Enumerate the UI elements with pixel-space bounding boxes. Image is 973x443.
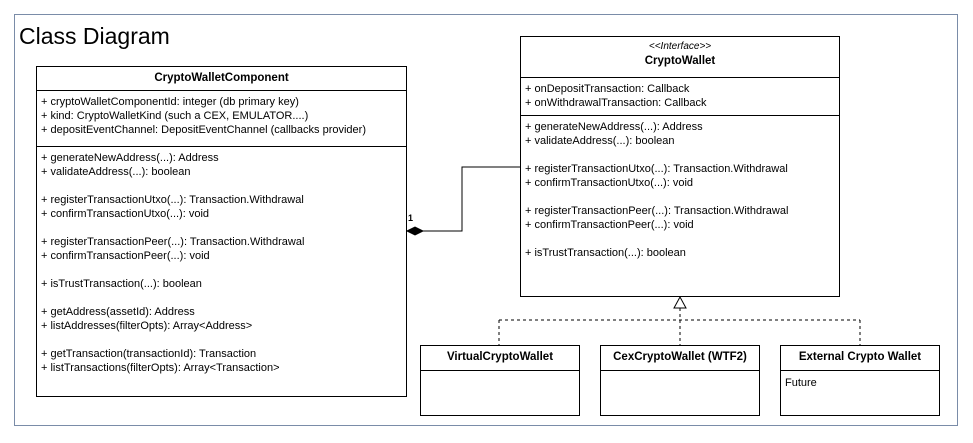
class-crypto-wallet-component: CryptoWalletComponent + cryptoWalletComp… bbox=[36, 66, 407, 397]
interface-header: <<Interface>> CryptoWallet bbox=[521, 37, 839, 78]
method: + listAddresses(filterOpts): Array<Addre… bbox=[41, 320, 253, 332]
method: + isTrustTransaction(...): boolean bbox=[41, 278, 202, 290]
method: + confirmTransactionPeer(...): void bbox=[41, 250, 210, 262]
method: + generateNewAddress(...): Address bbox=[41, 152, 219, 164]
attributes-section: + onDepositTransaction: Callback + onWit… bbox=[521, 78, 839, 116]
method: + isTrustTransaction(...): boolean bbox=[525, 247, 686, 259]
interface-crypto-wallet: <<Interface>> CryptoWallet + onDepositTr… bbox=[520, 36, 840, 297]
method: + generateNewAddress(...): Address bbox=[525, 121, 703, 133]
class-name: External Crypto Wallet bbox=[781, 346, 939, 371]
attribute: + onDepositTransaction: Callback bbox=[525, 83, 690, 95]
class-cex-crypto-wallet: CexCryptoWallet (WTF2) bbox=[600, 345, 760, 416]
methods-section: + generateNewAddress(...): Address + val… bbox=[521, 116, 839, 264]
class-name: CexCryptoWallet (WTF2) bbox=[601, 346, 759, 371]
method: + getAddress(assetId): Address bbox=[41, 306, 195, 318]
class-body: Future bbox=[785, 377, 817, 389]
diagram-frame bbox=[14, 14, 958, 426]
attribute: + cryptoWalletComponentId: integer (db p… bbox=[41, 96, 299, 108]
class-body bbox=[421, 371, 579, 376]
method: + registerTransactionPeer(...): Transact… bbox=[525, 205, 789, 217]
method: + confirmTransactionUtxo(...): void bbox=[41, 208, 210, 220]
methods-section: + generateNewAddress(...): Address + val… bbox=[37, 147, 406, 379]
method: + confirmTransactionUtxo(...): void bbox=[525, 177, 694, 189]
realization-lines bbox=[498, 308, 861, 345]
method: + registerTransactionUtxo(...): Transact… bbox=[41, 194, 304, 206]
method: + validateAddress(...): boolean bbox=[41, 166, 191, 178]
attributes-section: + cryptoWalletComponentId: integer (db p… bbox=[37, 91, 406, 147]
class-body bbox=[601, 371, 759, 376]
method: + listTransactions(filterOpts): Array<Tr… bbox=[41, 362, 280, 374]
attribute: + depositEventChannel: DepositEventChann… bbox=[41, 124, 366, 136]
method: + registerTransactionUtxo(...): Transact… bbox=[525, 163, 788, 175]
attribute: + kind: CryptoWalletKind (such a CEX, EM… bbox=[41, 110, 309, 122]
method: + validateAddress(...): boolean bbox=[525, 135, 675, 147]
attribute: + onWithdrawalTransaction: Callback bbox=[525, 97, 707, 109]
interface-name: CryptoWallet bbox=[644, 55, 716, 67]
diagram-title: Class Diagram bbox=[19, 23, 170, 49]
class-virtual-crypto-wallet: VirtualCryptoWallet bbox=[420, 345, 580, 416]
stereotype-label: <<Interface>> bbox=[648, 41, 712, 52]
class-name: CryptoWalletComponent bbox=[37, 67, 406, 91]
class-name: VirtualCryptoWallet bbox=[421, 346, 579, 371]
method: + confirmTransactionPeer(...): void bbox=[525, 219, 694, 231]
composition-diamond bbox=[405, 226, 425, 236]
multiplicity-label: 1 bbox=[408, 213, 414, 223]
method: + getTransaction(transactionId): Transac… bbox=[41, 348, 257, 360]
method: + registerTransactionPeer(...): Transact… bbox=[41, 236, 305, 248]
composition-line bbox=[423, 166, 520, 232]
class-external-crypto-wallet: External Crypto Wallet Future bbox=[780, 345, 940, 416]
realization-arrowhead bbox=[673, 295, 687, 309]
